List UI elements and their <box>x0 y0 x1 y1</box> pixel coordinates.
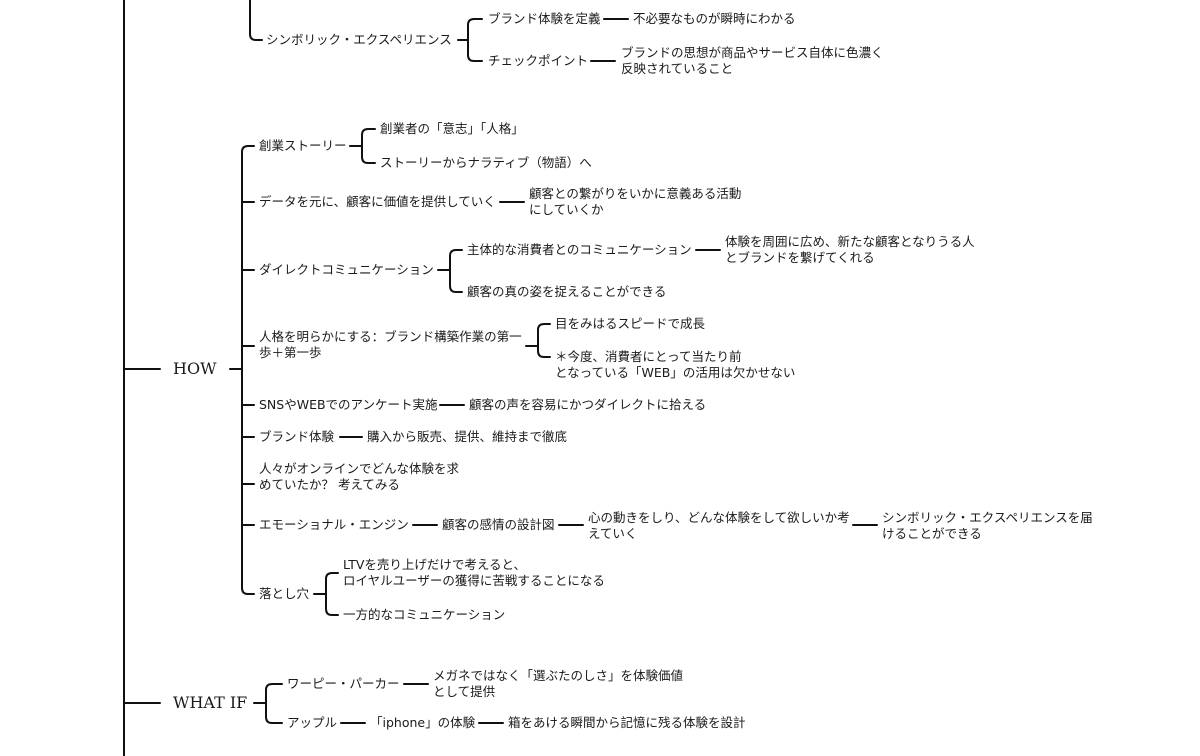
node-sns-survey[interactable]: SNSやWEBでのアンケート実施 <box>259 397 438 412</box>
node-checkpoint-detail[interactable]: ブランドの思想が商品やサービス自体に色濃く 反映されていること <box>621 45 884 77</box>
node-symbolic-experience[interactable]: シンボリック・エクスペリエンス <box>266 32 452 47</box>
section-what-if[interactable]: WHAT IF <box>173 693 248 712</box>
node-emotion-movement-line2: えていく <box>588 526 638 541</box>
node-unboxing-experience[interactable]: 箱をあける瞬間から記憶に残る体験を設計 <box>508 715 746 730</box>
node-emotion-movement[interactable]: 心の動きをしり、どんな体験をして欲しいか考 えていく <box>588 510 850 542</box>
node-emotional-engine[interactable]: エモーショナル・エンジン <box>259 517 409 532</box>
node-purchase-to-maintenance[interactable]: 購入から販売、提供、維持まで徹底 <box>367 429 568 444</box>
node-emotion-blueprint[interactable]: 顧客の感情の設計図 <box>442 517 555 532</box>
node-brand-experience[interactable]: ブランド体験 <box>259 429 335 444</box>
node-proactive-consumer-detail[interactable]: 体験を周囲に広め、新たな顧客となりうる人 とブランドを繋げてくれる <box>725 234 975 266</box>
node-founder-will[interactable]: 創業者の「意志」「人格」 <box>380 121 524 136</box>
node-deliver-symbolic-line2: けることができる <box>882 526 982 541</box>
node-proactive-consumer-detail-line2: とブランドを繋げてくれる <box>725 250 875 265</box>
node-emotion-movement-line1: 心の動きをしり、どんな体験をして欲しいか考 <box>588 510 850 525</box>
node-deliver-symbolic[interactable]: シンボリック・エクスペリエンスを届 けることができる <box>882 510 1093 542</box>
node-data-value[interactable]: データを元に、顧客に価値を提供していく <box>259 194 496 209</box>
node-iphone-experience[interactable]: 「iphone」の体験 <box>370 715 476 730</box>
node-clarify-persona-line1: 人格を明らかにする：ブランド構築作業の第一 <box>259 329 522 344</box>
node-story-to-narrative[interactable]: ストーリーからナラティブ（物語）へ <box>380 155 592 170</box>
section-how[interactable]: HOW <box>173 359 217 378</box>
node-one-way-communication[interactable]: 一方的なコミュニケーション <box>343 607 506 622</box>
node-customer-voice[interactable]: 顧客の声を容易にかつダイレクトに拾える <box>469 397 707 412</box>
node-define-detail[interactable]: 不必要なものが瞬時にわかる <box>633 11 796 26</box>
node-web-usage[interactable]: ＊今度、消費者にとって当たり前 となっている「WEB」の活用は欠かせない <box>555 349 795 381</box>
node-online-experience-line2: めていたか？ 考えてみる <box>259 477 400 492</box>
node-warby-detail-line2: として提供 <box>433 684 496 699</box>
node-web-usage-line1: ＊今度、消費者にとって当たり前 <box>555 349 742 364</box>
node-online-experience[interactable]: 人々がオンラインでどんな体験を求 めていたか？ 考えてみる <box>259 461 459 493</box>
node-clarify-persona[interactable]: 人格を明らかにする：ブランド構築作業の第一 歩＋第一歩 <box>259 329 522 361</box>
node-pitfall[interactable]: 落とし穴 <box>259 586 310 601</box>
node-data-value-detail-line2: にしていくか <box>529 202 604 217</box>
node-data-value-detail-line1: 顧客との繋がりをいかに意義ある活動 <box>529 186 742 201</box>
node-apple[interactable]: アップル <box>287 715 338 730</box>
node-proactive-consumer[interactable]: 主体的な消費者とのコミュニケーション <box>467 242 692 257</box>
node-checkpoint-detail-line2: 反映されていること <box>621 61 734 76</box>
node-deliver-symbolic-line1: シンボリック・エクスペリエンスを届 <box>882 510 1093 525</box>
node-founding-story[interactable]: 創業ストーリー <box>259 138 347 153</box>
node-clarify-persona-line2: 歩＋第一歩 <box>259 345 322 360</box>
node-web-usage-line2: となっている「WEB」の活用は欠かせない <box>555 365 796 380</box>
node-warby-detail-line1: メガネではなく「選ぶたのしさ」を体験価値 <box>433 668 684 683</box>
node-checkpoint-detail-line1: ブランドの思想が商品やサービス自体に色濃く <box>621 45 884 60</box>
node-define-brand-experience[interactable]: ブランド体験を定義 <box>488 11 601 26</box>
node-rapid-growth[interactable]: 目をみはるスピードで成長 <box>555 316 706 331</box>
node-warby-detail[interactable]: メガネではなく「選ぶたのしさ」を体験価値 として提供 <box>433 668 683 700</box>
node-true-customer[interactable]: 顧客の真の姿を捉えることができる <box>467 284 667 299</box>
node-data-value-detail[interactable]: 顧客との繋がりをいかに意義ある活動 にしていくか <box>529 186 741 218</box>
node-checkpoint[interactable]: チェックポイント <box>488 53 589 68</box>
node-ltv-pitfall-line1: LTVを売り上げだけで考えると、 <box>343 557 527 572</box>
node-proactive-consumer-detail-line1: 体験を周囲に広め、新たな顧客となりうる人 <box>725 234 975 249</box>
node-ltv-pitfall[interactable]: LTVを売り上げだけで考えると、 ロイヤルユーザーの獲得に苦戦することになる <box>343 557 605 589</box>
node-online-experience-line1: 人々がオンラインでどんな体験を求 <box>259 461 460 476</box>
node-direct-communication[interactable]: ダイレクトコミュニケーション <box>259 262 434 277</box>
node-warby-parker[interactable]: ワーピー・パーカー <box>287 676 400 691</box>
node-ltv-pitfall-line2: ロイヤルユーザーの獲得に苦戦することになる <box>343 573 605 588</box>
